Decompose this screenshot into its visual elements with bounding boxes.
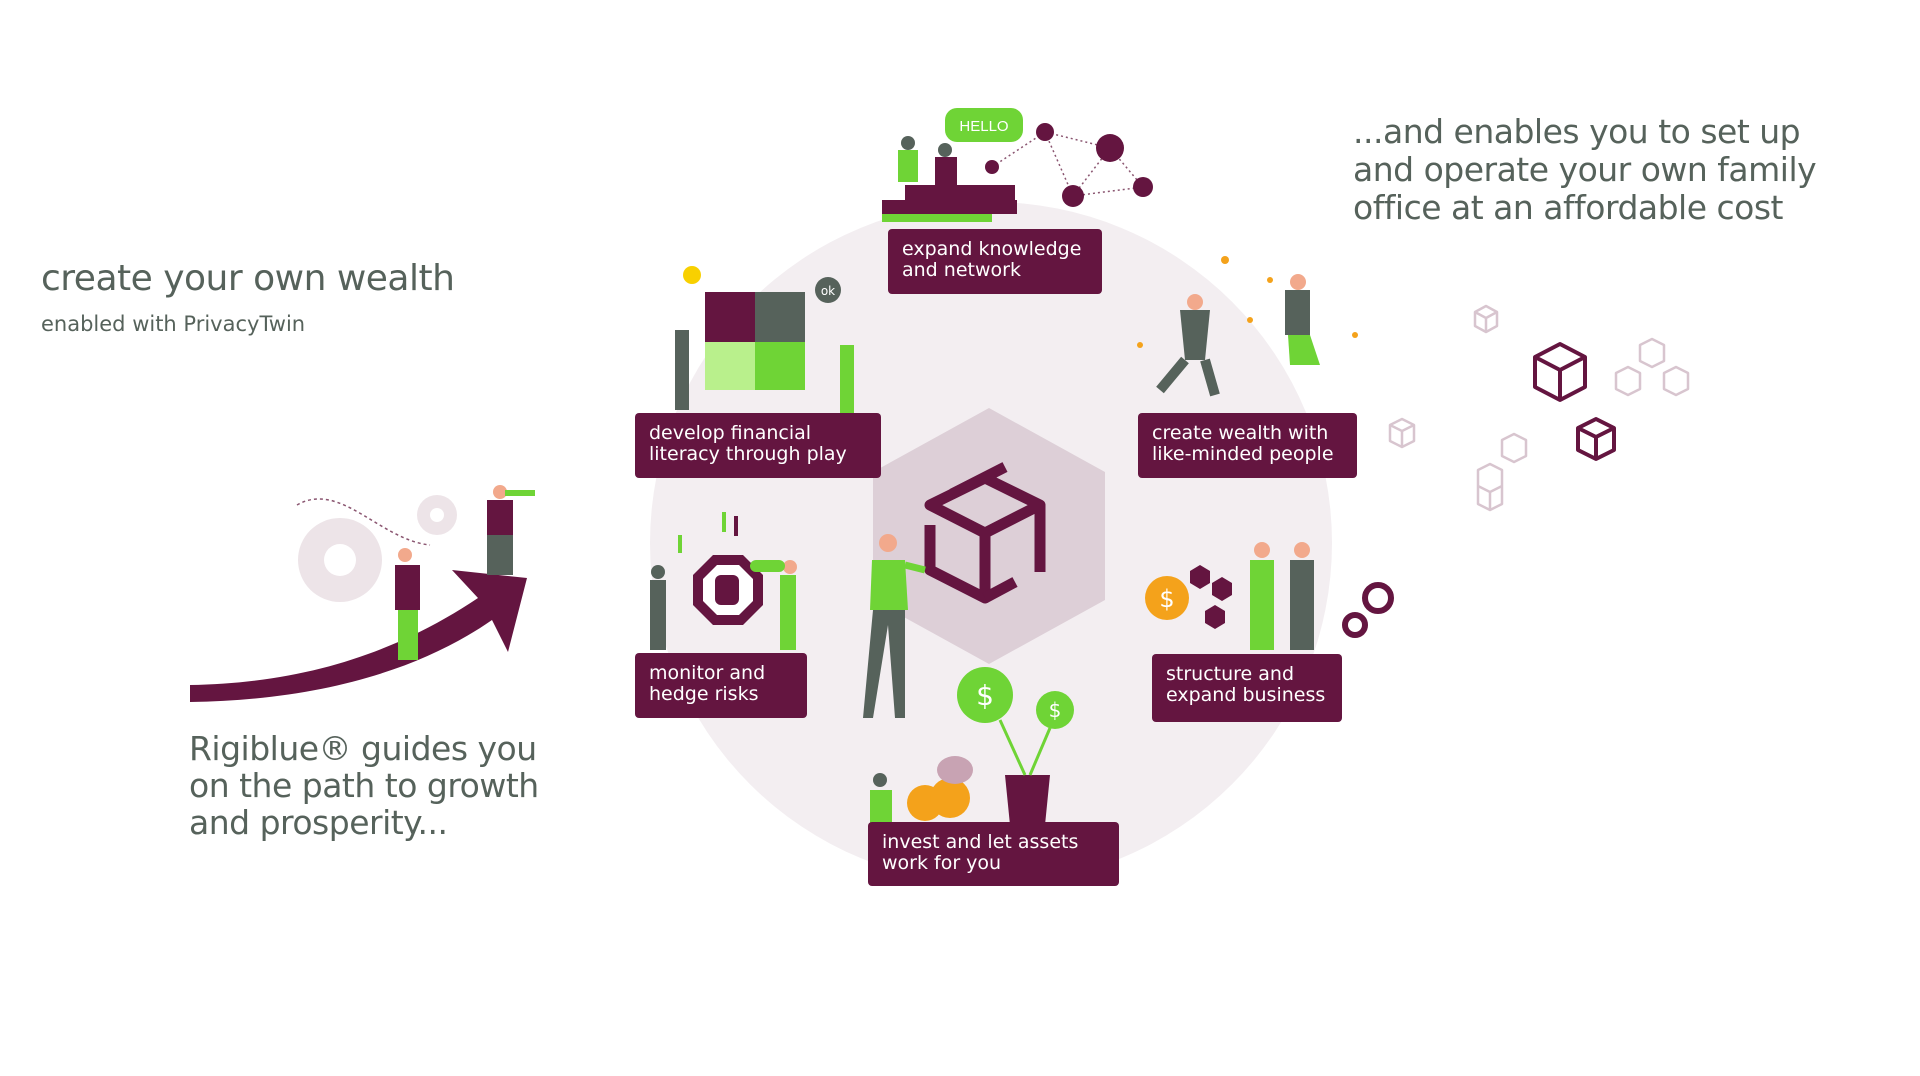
business-handshake-icon: $ — [1145, 542, 1394, 650]
svg-text:$: $ — [1159, 585, 1174, 613]
page-title: create your own wealth — [41, 258, 455, 299]
speech-bubble — [945, 108, 1023, 142]
step-structure-business: structure and expand business — [1152, 654, 1342, 722]
page-subtitle: enabled with PrivacyTwin — [41, 312, 306, 336]
step-financial-literacy: develop financial literacy through play — [635, 413, 881, 478]
network-nodes — [985, 123, 1153, 207]
svg-text:$: $ — [1049, 698, 1062, 722]
puzzle-icon: ok — [675, 266, 854, 415]
step-expand-knowledge: expand knowledge and network — [888, 229, 1102, 294]
step-monitor-risks: monitor and hedge risks — [635, 653, 807, 718]
presenter-person-icon — [863, 534, 926, 718]
money-plants-icon: $ $ — [870, 667, 1074, 825]
books-and-people-icon — [882, 136, 1017, 222]
step-create-wealth: create wealth with like-minded people — [1138, 413, 1357, 478]
celebrating-people-icon — [1137, 256, 1358, 397]
step-invest-assets: invest and let assets work for you — [868, 822, 1119, 886]
growth-illustration — [190, 485, 535, 702]
guide-text: Rigiblue® guides you on the path to grow… — [189, 729, 539, 842]
svg-text:$: $ — [976, 679, 994, 712]
family-office-text: ...and enables you to set up and operate… — [1353, 112, 1817, 227]
stop-sign-icon — [650, 512, 797, 650]
speech-bubble-text: HELLO — [959, 118, 1008, 135]
box-icon — [924, 462, 1046, 604]
floating-cubes-icon — [1388, 304, 1690, 512]
ok-bubble-text: ok — [821, 284, 835, 298]
